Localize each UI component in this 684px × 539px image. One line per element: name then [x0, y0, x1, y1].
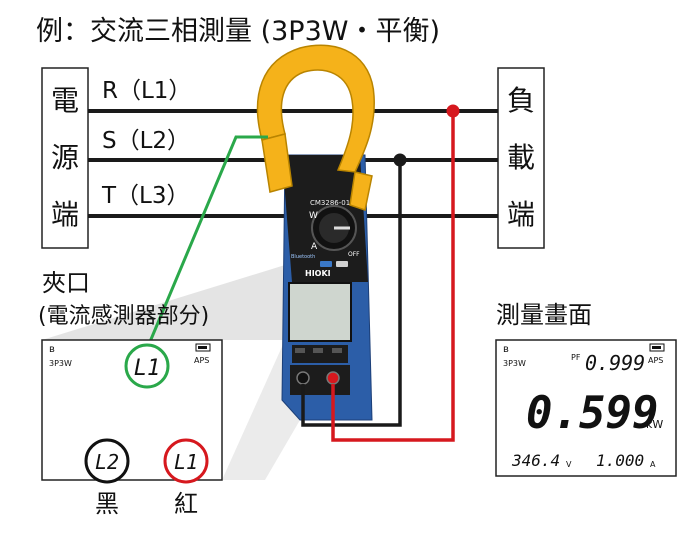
callout-green-line: [142, 135, 268, 357]
measurement-voltage: 346.4: [511, 451, 560, 470]
measurement-battery-icon: [649, 343, 665, 352]
measurement-aps: APS: [648, 356, 663, 365]
line-t-label: T（L3）: [101, 183, 190, 209]
projection-left: [42, 265, 285, 340]
meter-a-label: A: [311, 242, 318, 252]
measurement-battery-fill: [652, 346, 661, 349]
projection-left-lower: [222, 340, 300, 480]
clamp-screen-channel-circle: [124, 343, 170, 389]
probe-red-label: L1: [174, 450, 198, 474]
meter-w-label: W: [309, 211, 318, 221]
meter-button-1[interactable]: [320, 261, 332, 267]
source-char-3: 端: [51, 198, 79, 231]
source-char-1: 電: [51, 84, 79, 117]
meter-button-3[interactable]: [295, 348, 305, 353]
measurement-main-value: 0.599: [526, 388, 658, 439]
load-box: [497, 67, 545, 249]
measurement-heading: 測量畫面: [496, 301, 592, 329]
source-box: [41, 67, 89, 249]
clamp-screen-battery-icon: [195, 343, 211, 352]
measurement-screen: [495, 339, 677, 477]
probe-red-caption: 紅: [174, 490, 198, 518]
meter-screen: [288, 282, 352, 342]
measurement-current-unit: A: [650, 460, 656, 469]
clamp-right-grip: [349, 171, 373, 211]
meter-model: CM3286-01: [310, 199, 350, 207]
meter-button-5[interactable]: [332, 348, 342, 353]
clamp-screen-channel: L1: [134, 356, 161, 381]
load-char-1: 負: [507, 84, 535, 117]
measurement-current: 1.000: [596, 451, 644, 470]
meter-bluetooth-label: Bluetooth: [291, 254, 315, 260]
probe-black-circle: [84, 438, 130, 484]
clamp-jaws: [256, 44, 375, 173]
meter-off-label: OFF: [348, 251, 360, 258]
load-char-2: 載: [507, 141, 535, 174]
meter-button-panel: [292, 345, 348, 363]
clamp-left-grip: [261, 133, 293, 193]
meter-button-2[interactable]: [336, 261, 348, 267]
diagram-title: 例：交流三相測量 (3P3W・平衡): [36, 16, 440, 47]
measurement-mode: 3P3W: [503, 359, 526, 368]
measurement-pf-value: 0.999: [585, 351, 645, 375]
clamp-screen-mode: 3P3W: [49, 359, 72, 368]
clamp-screen-bluetooth-icon: ʙ: [49, 344, 55, 355]
probe-red-circle: [163, 438, 209, 484]
measurement-voltage-unit: V: [566, 460, 572, 469]
load-char-3: 端: [507, 198, 535, 231]
measurement-pf-label: PF: [571, 353, 581, 362]
measurement-main-unit: kW: [646, 418, 663, 431]
clamp-heading: 夾口: [42, 269, 90, 297]
line-r-label: R（L1）: [102, 78, 191, 104]
line-s-label: S（L2）: [102, 128, 190, 154]
wire-black-junction: [393, 153, 407, 167]
probe-black-caption: 黑: [95, 490, 119, 518]
wire-red: [331, 111, 455, 442]
terminal-black: [296, 371, 310, 385]
clamp-subheading: (電流感測器部分): [38, 304, 209, 329]
meter-button-4[interactable]: [313, 348, 323, 353]
wire-black: [301, 160, 402, 427]
wire-red-junction: [446, 104, 460, 118]
clamp-screen-battery-fill: [198, 346, 207, 349]
terminal-red: [326, 371, 340, 385]
clamp-screen-aps: APS: [194, 356, 209, 365]
meter-brand: HIOKI: [305, 269, 331, 278]
source-char-2: 源: [51, 141, 79, 174]
probe-black-label: L2: [95, 450, 119, 474]
measurement-bluetooth-icon: ʙ: [503, 344, 509, 355]
